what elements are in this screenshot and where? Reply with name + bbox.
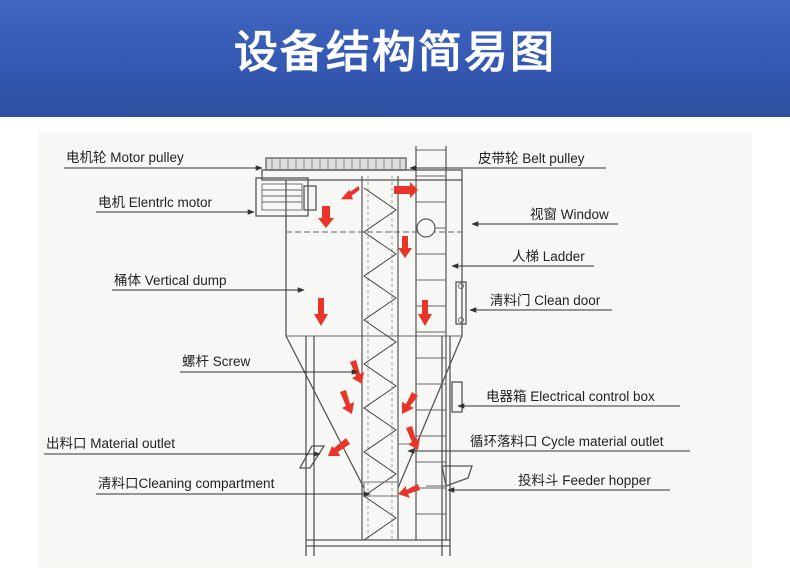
flow-arrow: [340, 390, 354, 414]
motor: [255, 177, 317, 217]
flow-arrow: [394, 182, 418, 198]
machine-body: [255, 146, 473, 556]
label-clean-door: 清料门 Clean door: [490, 293, 601, 308]
vertical-drum: [285, 180, 463, 336]
label-cycle-outlet: 循环落料口 Cycle material outlet: [470, 434, 664, 449]
label-vertical-dump: 桶体 Vertical dump: [114, 273, 227, 288]
flow-arrow: [314, 298, 328, 326]
flow-arrow: [398, 236, 412, 258]
belt-teeth: [271, 158, 401, 170]
ladder: [415, 146, 447, 540]
header-banner: 设备结构简易图: [0, 0, 790, 117]
window: [416, 218, 436, 238]
label-belt-pulley: 皮带轮 Belt pulley: [478, 151, 585, 166]
flow-arrow: [340, 186, 360, 200]
label-material-outlet: 出料口 Material outlet: [46, 436, 175, 451]
flow-arrow: [406, 426, 420, 450]
clean-door: [455, 281, 467, 325]
label-control-box: 电器箱 Electrical control box: [486, 389, 655, 404]
flow-arrow: [318, 206, 334, 228]
label-motor-pulley: 电机轮 Motor pulley: [66, 150, 184, 165]
label-motor: 电机 Elentrlc motor: [98, 195, 213, 210]
flow-arrow: [328, 438, 350, 456]
label-screw: 螺杆 Screw: [182, 354, 251, 369]
support-frame: [305, 336, 451, 556]
leader-lines-left: [44, 165, 371, 497]
flow-arrow: [398, 484, 420, 498]
label-ladder: 人梯 Ladder: [512, 249, 585, 264]
screw-tube: [361, 176, 399, 541]
flow-arrow: [418, 300, 432, 326]
label-cleaning-compartment: 清料口Cleaning compartment: [98, 476, 275, 491]
label-feeder-hopper: 投料斗 Feeder hopper: [518, 473, 651, 488]
material-outlet: [298, 445, 326, 469]
control-box: [451, 381, 463, 413]
page-title: 设备结构简易图: [234, 27, 556, 78]
flow-arrows: [314, 182, 432, 498]
feeder-hopper: [441, 465, 473, 487]
cone-bottom: [285, 335, 463, 489]
screw-helix: [363, 187, 397, 541]
label-window: 视窗 Window: [530, 206, 609, 222]
cleaning-compartment: [363, 481, 399, 497]
flow-arrow: [402, 392, 418, 414]
diagram-panel: [38, 132, 752, 568]
leader-lines-right: [407, 165, 690, 493]
